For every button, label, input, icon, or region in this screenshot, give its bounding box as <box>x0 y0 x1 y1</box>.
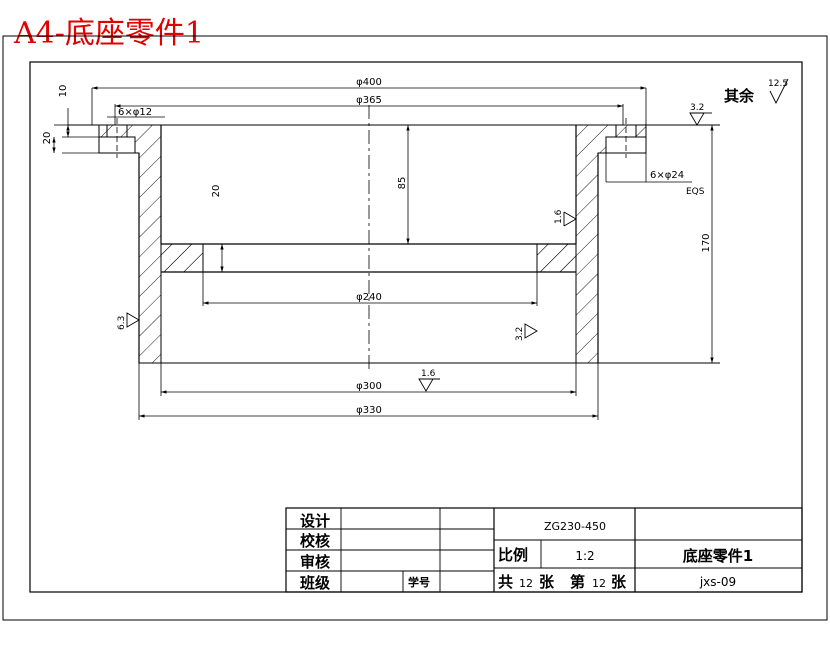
sheet-title: A4-底座零件1 <box>14 16 204 51</box>
dim-d400: φ400 <box>356 77 382 88</box>
dim-holes24: 6×φ24 <box>650 170 684 181</box>
roughness-bore-value: 1.6 <box>554 209 564 224</box>
dim-holes12: 6×φ12 <box>118 107 152 118</box>
dim-h10: 10 <box>58 85 69 98</box>
tb-part-name: 底座零件1 <box>683 547 753 565</box>
roughness-top-value: 3.2 <box>690 103 704 113</box>
dim-h20-left: 20 <box>42 132 53 145</box>
inner-bore <box>203 244 537 272</box>
tb-design: 设计 <box>300 512 330 530</box>
dim-d365: φ365 <box>356 95 382 106</box>
dim-d300: φ300 <box>356 381 382 392</box>
roughness-rest-label: 其余 <box>724 87 755 105</box>
tb-sheet-unit2: 张 <box>611 573 627 591</box>
tb-review: 审核 <box>300 553 330 571</box>
roughness-inner-value: 3.2 <box>515 327 525 341</box>
roughness-outer-value: 6.3 <box>117 316 127 330</box>
tb-total-prefix: 共 <box>498 573 513 591</box>
tb-student-no: 学号 <box>408 575 430 589</box>
tb-sheet-count: 12 <box>592 577 606 590</box>
roughness-bottom-value: 1.6 <box>421 369 436 379</box>
title-block <box>285 507 803 593</box>
roughness-rest-value: 12.5 <box>768 79 788 89</box>
dim-d240: φ240 <box>356 292 382 303</box>
dimensions <box>52 86 714 420</box>
roughness-symbols <box>126 78 789 392</box>
tb-sheet-unit: 张 <box>539 573 555 591</box>
part-section <box>68 105 720 372</box>
dim-eqs: EQS <box>686 187 705 197</box>
tb-total-count: 12 <box>519 577 533 590</box>
tb-code: jxs-09 <box>699 575 736 589</box>
tb-material: ZG230-450 <box>544 520 606 533</box>
dim-h85: 85 <box>397 177 408 190</box>
left-wall-hatch <box>98 124 162 364</box>
dim-h170: 170 <box>701 233 712 252</box>
tb-check: 校核 <box>300 532 330 550</box>
title-block-text: 设计 校核 审核 班级 学号 ZG230-450 比例 1:2 底座零件1 共 … <box>300 512 753 592</box>
tb-class: 班级 <box>300 574 331 592</box>
roughness-labels: 其余 12.5 3.2 1.6 6.3 3.2 1.6 <box>117 79 788 379</box>
dimension-labels: φ400 φ365 6×φ12 6×φ24 EQS 10 20 85 20 17… <box>42 77 712 416</box>
sheet-border <box>2 35 828 621</box>
tb-scale-value: 1:2 <box>575 549 594 563</box>
tb-scale-label: 比例 <box>498 546 528 564</box>
dim-h20-center: 20 <box>211 185 222 198</box>
right-wall-hatch <box>575 124 647 364</box>
dim-d330: φ330 <box>356 405 382 416</box>
tb-sheet-prefix: 第 <box>570 573 585 591</box>
